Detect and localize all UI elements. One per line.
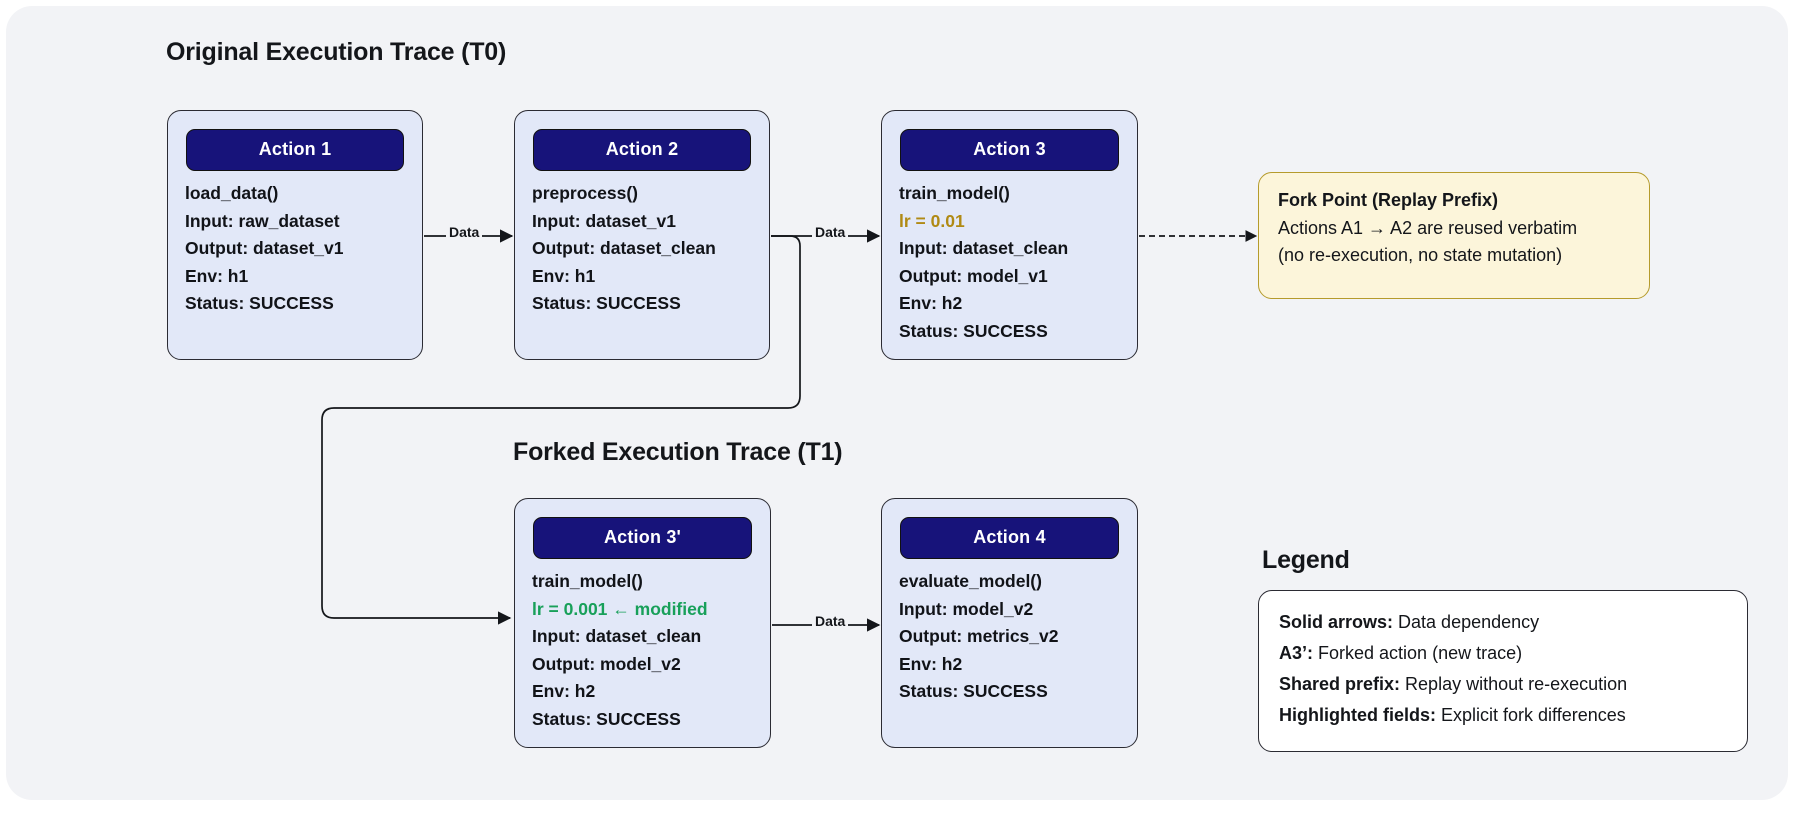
node-line: load_data() — [185, 183, 279, 203]
node-line-highlight: lr = 0.001 ← modified — [532, 598, 708, 619]
node-line: Input: raw_dataset — [185, 210, 340, 231]
node-line: Status: SUCCESS — [899, 681, 1048, 701]
node-line: Status: SUCCESS — [185, 293, 334, 313]
node-line: Status: SUCCESS — [532, 293, 681, 313]
node-line: Env: h1 — [185, 265, 249, 286]
fork-callout-title: Fork Point (Replay Prefix) — [1278, 190, 1499, 210]
legend-row: Solid arrows: Data dependency — [1279, 607, 1727, 638]
node-line-highlight: lr = 0.01 — [899, 210, 965, 231]
fork-callout-line-2: (no re-execution, no state mutation) — [1278, 245, 1563, 265]
node-line: Input: model_v2 — [899, 598, 1034, 619]
fork-callout-line-1: Actions A1 → A2 are reused verbatim — [1278, 217, 1578, 238]
node-line: Output: model_v1 — [899, 265, 1048, 286]
node-body-action-3-prime: train_model() lr = 0.001 ← modified Inpu… — [527, 568, 758, 733]
node-header-action-3: Action 3 — [900, 129, 1119, 171]
legend-desc: Forked action (new trace) — [1313, 643, 1523, 663]
node-action-3-prime[interactable]: Action 3' train_model() lr = 0.001 ← mod… — [514, 498, 771, 748]
legend-desc: Explicit fork differences — [1436, 705, 1626, 725]
legend-term: Shared prefix: — [1279, 674, 1401, 694]
node-line: train_model() — [532, 571, 643, 591]
node-line: Env: h2 — [899, 653, 963, 674]
node-line: Input: dataset_v1 — [532, 210, 676, 231]
node-body-action-2: preprocess() Input: dataset_v1 Output: d… — [527, 180, 757, 318]
node-line: Output: dataset_clean — [532, 238, 716, 258]
legend-desc: Replay without re-execution — [1400, 674, 1628, 694]
node-line: Output: metrics_v2 — [899, 626, 1059, 646]
node-line: Env: h2 — [532, 681, 596, 701]
node-line: Input: dataset_clean — [899, 238, 1069, 258]
node-header-action-2: Action 2 — [533, 129, 751, 171]
node-line: Status: SUCCESS — [532, 708, 681, 729]
legend-term: Highlighted fields: — [1279, 705, 1436, 725]
node-body-action-3: train_model() lr = 0.01 Input: dataset_c… — [894, 180, 1125, 345]
node-line: evaluate_model() — [899, 571, 1042, 591]
edge-label-data-a2-a3: Data — [812, 224, 849, 240]
legend-box: Solid arrows: Data dependency A3’: Forke… — [1258, 590, 1748, 752]
edge-label-data-a1-a2: Data — [446, 224, 483, 240]
section-title-forked-trace: Forked Execution Trace (T1) — [513, 438, 843, 466]
node-body-action-1: load_data() Input: raw_dataset Output: d… — [180, 180, 410, 318]
legend-row: Shared prefix: Replay without re-executi… — [1279, 669, 1727, 700]
legend-desc: Data dependency — [1393, 612, 1540, 632]
node-line: Env: h2 — [899, 293, 963, 313]
node-body-action-4: evaluate_model() Input: model_v2 Output:… — [894, 568, 1125, 706]
legend-row: Highlighted fields: Explicit fork differ… — [1279, 700, 1727, 731]
section-title-original-trace: Original Execution Trace (T0) — [166, 38, 507, 66]
legend-term: A3’: — [1279, 643, 1314, 663]
legend-row: A3’: Forked action (new trace) — [1279, 638, 1727, 669]
node-action-1[interactable]: Action 1 load_data() Input: raw_dataset … — [167, 110, 423, 360]
node-line: preprocess() — [532, 183, 639, 203]
node-header-action-3-prime: Action 3' — [533, 517, 752, 559]
node-line: Output: model_v2 — [532, 653, 681, 674]
node-line: Env: h1 — [532, 265, 596, 286]
legend-title: Legend — [1262, 546, 1350, 574]
node-line: train_model() — [899, 183, 1010, 203]
legend-term: Solid arrows: — [1279, 612, 1394, 632]
node-header-action-1: Action 1 — [186, 129, 404, 171]
node-header-action-4: Action 4 — [900, 517, 1119, 559]
node-line: Output: dataset_v1 — [185, 238, 344, 258]
fork-point-callout: Fork Point (Replay Prefix) Actions A1 → … — [1258, 172, 1650, 299]
node-line: Input: dataset_clean — [532, 626, 702, 646]
node-line: Status: SUCCESS — [899, 320, 1048, 341]
edge-label-data-a3p-a4: Data — [812, 613, 849, 629]
node-action-2[interactable]: Action 2 preprocess() Input: dataset_v1 … — [514, 110, 770, 360]
node-action-3[interactable]: Action 3 train_model() lr = 0.01 Input: … — [881, 110, 1138, 360]
node-action-4[interactable]: Action 4 evaluate_model() Input: model_v… — [881, 498, 1138, 748]
